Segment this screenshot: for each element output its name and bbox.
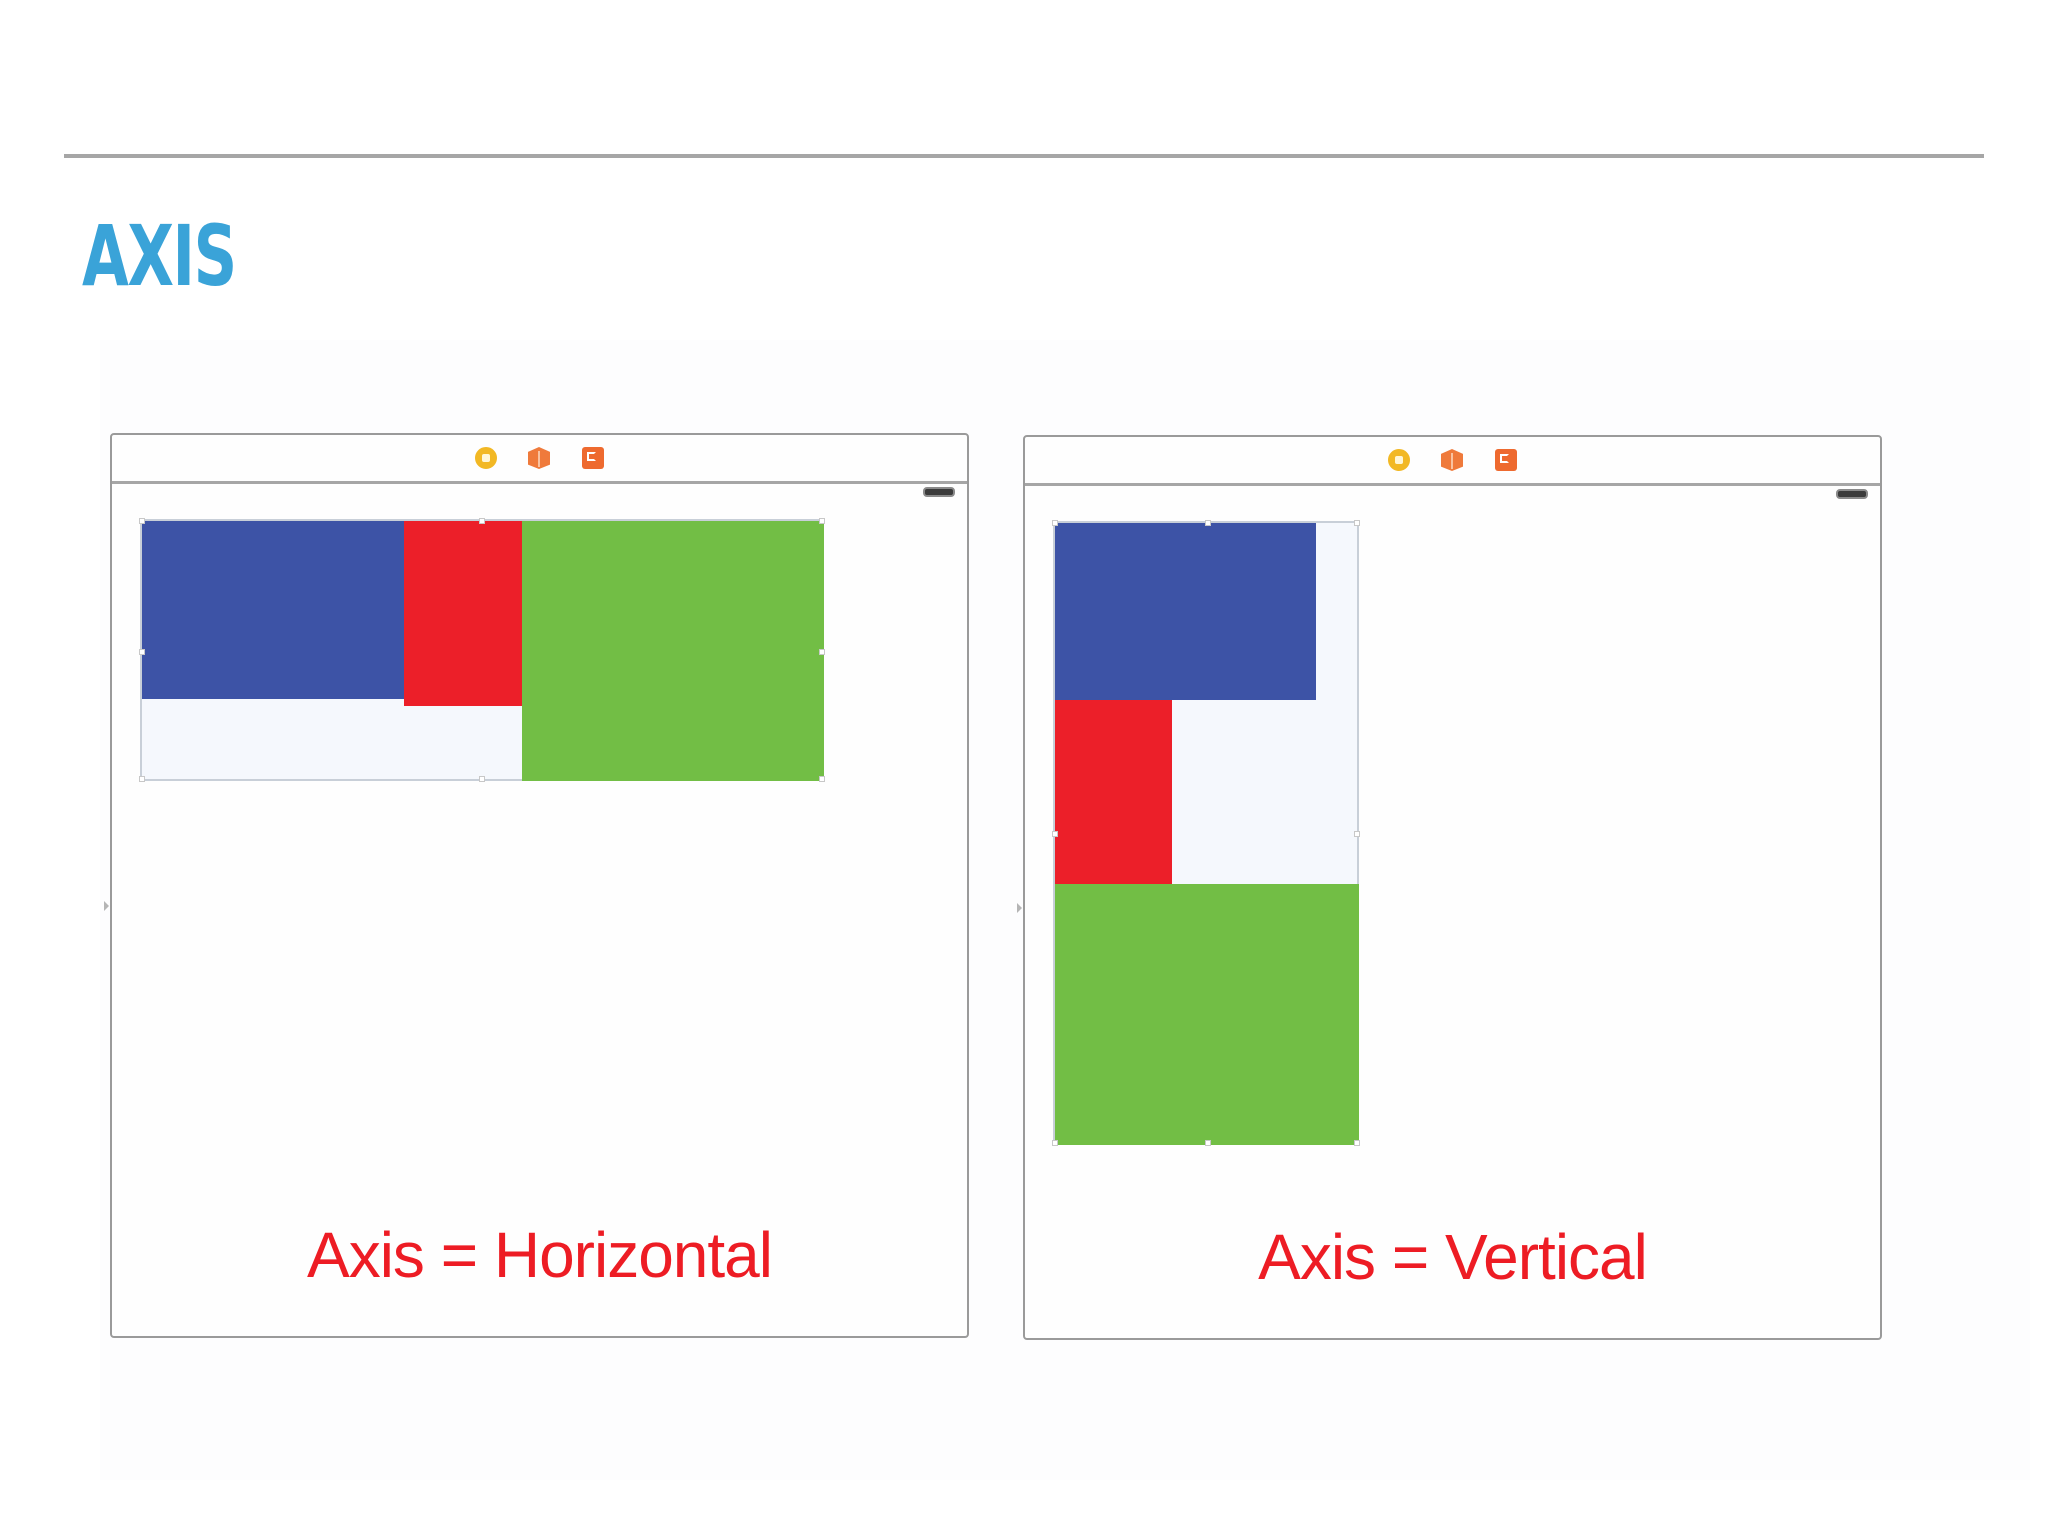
first-responder-icon[interactable] (1441, 449, 1463, 471)
green-view[interactable] (1055, 884, 1359, 1145)
scene-dock (1025, 437, 1880, 486)
blue-view[interactable] (142, 521, 404, 699)
title-divider (64, 154, 1984, 158)
resize-handle[interactable] (479, 776, 485, 782)
view-controller-icon[interactable] (475, 447, 497, 469)
first-responder-icon[interactable] (528, 447, 550, 469)
resize-handle[interactable] (139, 518, 145, 524)
slide-title: AXIS (82, 207, 237, 305)
axis-caption: Axis = Vertical (1258, 1221, 1648, 1293)
resize-handle[interactable] (1354, 520, 1360, 526)
green-view[interactable] (522, 521, 824, 781)
red-view[interactable] (1055, 700, 1172, 884)
blue-view[interactable] (1055, 523, 1316, 700)
red-view[interactable] (404, 521, 522, 706)
battery-icon (1836, 489, 1868, 499)
battery-icon (923, 487, 955, 497)
scene-dock (112, 435, 967, 484)
resize-handle[interactable] (479, 518, 485, 524)
resize-handle[interactable] (139, 649, 145, 655)
resize-handle[interactable] (1052, 831, 1058, 837)
stack-view-vertical[interactable] (1052, 520, 1360, 1146)
resize-handle[interactable] (819, 518, 825, 524)
entry-point-arrow-icon (1017, 903, 1022, 913)
resize-handle[interactable] (1354, 1140, 1360, 1146)
resize-handle[interactable] (1354, 831, 1360, 837)
stack-view-horizontal[interactable] (139, 518, 825, 782)
resize-handle[interactable] (1205, 520, 1211, 526)
scene-vertical[interactable]: Axis = Vertical (1017, 435, 1882, 1340)
scene-horizontal[interactable]: Axis = Horizontal (104, 433, 969, 1338)
resize-handle[interactable] (1052, 1140, 1058, 1146)
entry-point-arrow-icon (104, 901, 109, 911)
resize-handle[interactable] (819, 649, 825, 655)
exit-icon[interactable] (1495, 449, 1517, 471)
axis-caption: Axis = Horizontal (307, 1219, 773, 1291)
resize-handle[interactable] (1205, 1140, 1211, 1146)
resize-handle[interactable] (139, 776, 145, 782)
resize-handle[interactable] (1052, 520, 1058, 526)
view-controller-icon[interactable] (1388, 449, 1410, 471)
exit-icon[interactable] (582, 447, 604, 469)
resize-handle[interactable] (819, 776, 825, 782)
